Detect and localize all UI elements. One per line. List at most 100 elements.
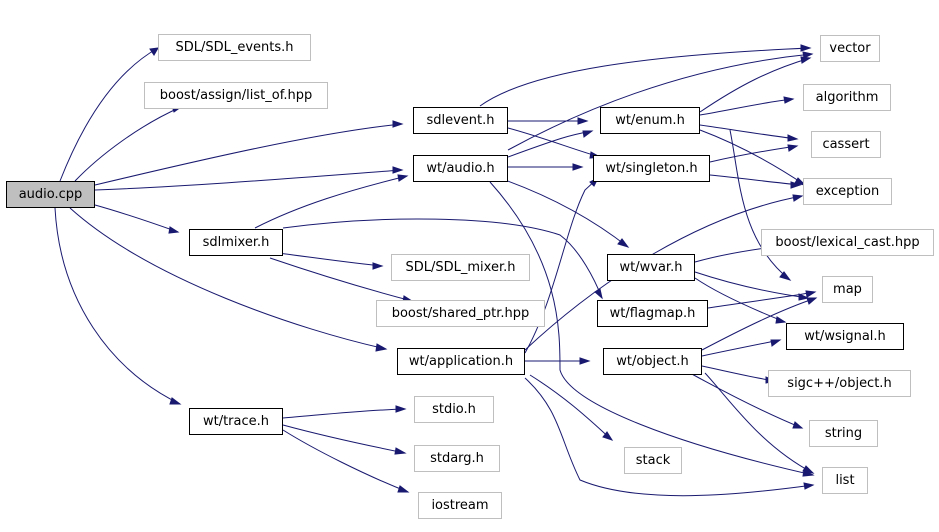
edge [524, 177, 599, 354]
edge [704, 372, 814, 474]
node-wt-audio[interactable]: wt/audio.h [413, 155, 508, 182]
edge [94, 204, 179, 233]
edge [489, 181, 814, 476]
edge [709, 174, 801, 186]
edge [699, 98, 794, 116]
node-wt-enum[interactable]: wt/enum.h [600, 107, 700, 134]
arrowhead [792, 421, 804, 429]
arrowhead [800, 44, 812, 52]
edge [254, 175, 408, 229]
edge [524, 377, 814, 497]
edge [701, 339, 781, 357]
arrowhead [787, 144, 799, 152]
edge [699, 124, 798, 140]
edge [269, 257, 413, 302]
edge [701, 365, 776, 382]
node-shared-ptr[interactable]: boost/shared_ptr.hpp [376, 300, 545, 327]
node-stack[interactable]: stack [624, 447, 682, 474]
arrowhead [375, 343, 388, 352]
node-list-of[interactable]: boost/assign/list_of.hpp [144, 82, 328, 109]
edge [524, 195, 803, 351]
arrowhead [792, 194, 804, 202]
arrowhead [392, 120, 404, 128]
edge [507, 130, 593, 158]
arrowhead [392, 166, 404, 174]
node-wt-singleton[interactable]: wt/singleton.h [593, 155, 710, 182]
arrowhead [783, 96, 795, 104]
arrowhead [397, 485, 410, 493]
edge [689, 372, 803, 429]
node-string[interactable]: string [809, 420, 878, 447]
node-wt-object[interactable]: wt/object.h [603, 348, 702, 375]
node-stdarg[interactable]: stdarg.h [414, 445, 500, 472]
arrowhead [594, 288, 603, 300]
arrowhead [798, 293, 810, 301]
arrowhead [794, 177, 807, 186]
node-sigc-object[interactable]: sigc++/object.h [768, 370, 911, 397]
arrowhead [579, 357, 591, 365]
node-algorithm[interactable]: algorithm [803, 84, 891, 111]
edge [529, 374, 613, 441]
node-stdio[interactable]: stdio.h [414, 396, 494, 423]
arrowhead [397, 174, 409, 182]
node-audio-cpp[interactable]: audio.cpp [6, 181, 95, 208]
arrowhead [572, 163, 584, 171]
arrowhead [803, 482, 815, 490]
arrowhead [770, 339, 782, 347]
edge [504, 179, 629, 248]
edge [699, 57, 811, 113]
node-lexical-cast[interactable]: boost/lexical_cast.hpp [761, 229, 934, 256]
arrowhead [577, 117, 589, 125]
node-wt-application[interactable]: wt/application.h [397, 348, 525, 375]
arrowhead [779, 271, 792, 281]
arrowhead [582, 130, 594, 138]
node-wt-wvar[interactable]: wt/wvar.h [607, 254, 695, 281]
edge [729, 129, 791, 281]
node-iostream[interactable]: iostream [418, 492, 502, 519]
edge [94, 169, 403, 191]
node-exception[interactable]: exception [803, 178, 892, 205]
edge [507, 53, 813, 151]
arrowhead [149, 47, 159, 56]
edge [701, 297, 817, 351]
edge [69, 207, 387, 350]
arrowhead [394, 447, 407, 455]
edge [74, 106, 182, 182]
arrowhead [395, 405, 407, 413]
arrowhead [617, 238, 630, 248]
arrowhead [790, 181, 802, 189]
edge [282, 429, 409, 493]
arrowhead [806, 297, 818, 305]
node-sdlevent[interactable]: sdlevent.h [413, 107, 508, 134]
node-sdlmixer[interactable]: sdlmixer.h [189, 229, 283, 256]
arrowhead [802, 51, 814, 59]
arrowhead [800, 56, 812, 64]
node-map[interactable]: map [822, 276, 873, 303]
node-wt-trace[interactable]: wt/trace.h [189, 408, 283, 435]
node-wt-wsignal[interactable]: wt/wsignal.h [786, 323, 904, 350]
node-wt-flagmap[interactable]: wt/flagmap.h [597, 300, 708, 327]
arrowhead [805, 290, 817, 298]
node-vector[interactable]: vector [820, 35, 880, 62]
arrowhead [787, 134, 799, 142]
node-list[interactable]: list [822, 467, 868, 494]
arrowhead [169, 397, 182, 405]
node-cassert[interactable]: cassert [811, 131, 881, 158]
edge [479, 47, 811, 107]
edge [699, 129, 806, 186]
edge [694, 271, 809, 299]
node-sdl-mixer[interactable]: SDL/SDL_mixer.h [391, 254, 530, 281]
edge [282, 424, 406, 454]
node-sdl-events[interactable]: SDL/SDL_events.h [158, 34, 311, 61]
edge [282, 408, 406, 419]
edge [94, 123, 403, 186]
edge [707, 291, 816, 309]
arrowhead [602, 431, 614, 441]
arrowhead [372, 262, 384, 270]
edge [54, 207, 181, 405]
arrowhead [775, 316, 787, 324]
edge [282, 218, 603, 299]
edge [59, 47, 159, 182]
